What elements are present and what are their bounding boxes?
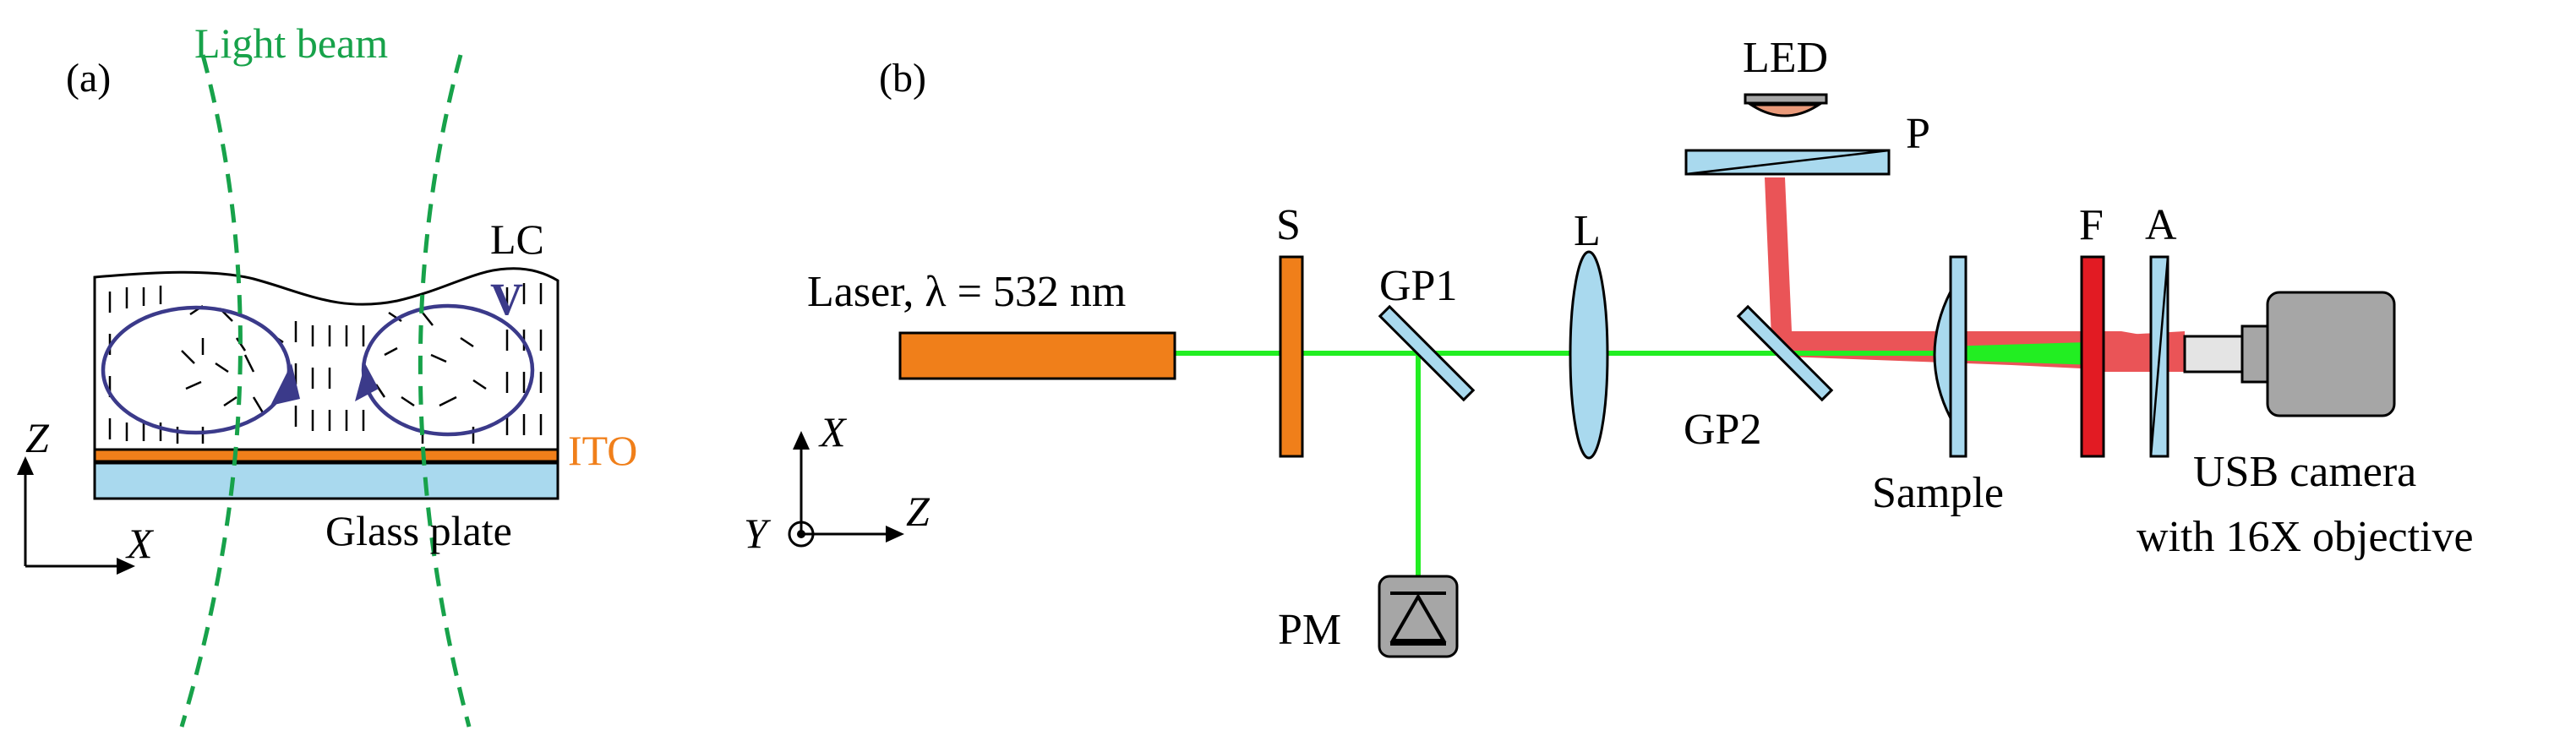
z-arrow-b-icon: [886, 526, 904, 543]
shutter: [1279, 255, 1304, 458]
power-meter: [1378, 575, 1459, 658]
z-arrow-icon: [17, 456, 34, 475]
lens-label: L: [1574, 207, 1601, 255]
camera-objective: [2183, 335, 2244, 374]
glass-plate-gp2: [1736, 304, 1834, 402]
axes-b: [788, 448, 887, 548]
shutter-label: S: [1276, 201, 1301, 249]
led-label: LED: [1743, 34, 1828, 82]
polarizer-label: P: [1906, 110, 1930, 158]
camera-label-line1: USB camera: [2193, 448, 2416, 496]
panel-a-label: (a): [66, 56, 111, 101]
led-beam: [1765, 177, 2185, 372]
glass-plate-label: Glass plate: [325, 507, 512, 554]
sample-label: Sample: [1872, 469, 2004, 517]
panel-a: (a): [17, 19, 637, 728]
ito-layer: [93, 448, 559, 463]
led-housing: [1744, 93, 1828, 105]
panel-b: (b) Laser, λ = 532 nm S GP1 PM: [744, 34, 2474, 658]
laser-label: Laser, λ = 532 nm: [807, 268, 1126, 316]
y-out-of-page-icon: [797, 530, 805, 538]
analyzer-diagonal: [2149, 256, 2169, 457]
filter: [2080, 255, 2105, 458]
axis-a-z: Z: [25, 414, 50, 461]
filter-label: F: [2079, 201, 2104, 249]
lc-label: LC: [490, 215, 544, 263]
photodiode-icon: [1389, 592, 1447, 646]
axis-b-z: Z: [906, 488, 931, 535]
glass-plate-gp1: [1378, 304, 1476, 402]
analyzer-label: A: [2145, 201, 2177, 249]
laser-beam: [1175, 351, 2045, 615]
axes-a: [24, 473, 118, 568]
axis-a-x: X: [125, 520, 155, 567]
lens-l: [1569, 250, 1609, 460]
lc-layer: [93, 267, 559, 451]
sample-lc-drop: [1933, 291, 1952, 419]
light-beam-label: Light beam: [194, 19, 388, 67]
x-arrow-icon: [117, 558, 135, 575]
light-beam: [179, 54, 472, 728]
voltage-label: V: [490, 274, 523, 324]
glass-plate: [93, 461, 559, 500]
ito-label: ITO: [568, 427, 637, 474]
gp1-label: GP1: [1379, 262, 1457, 310]
vortex-left-arrow-icon: [270, 363, 300, 406]
laser-beam-focus: [1944, 342, 2096, 365]
axis-b-x: X: [818, 408, 848, 455]
usb-camera: [2183, 291, 2396, 417]
lc-molecules: [108, 283, 543, 444]
x-arrow-b-icon: [793, 431, 810, 450]
camera-adapter: [2240, 324, 2269, 384]
laser-source: [898, 331, 1176, 380]
axis-b-y: Y: [744, 510, 772, 557]
sample-plate: [1949, 255, 1967, 458]
gp2-label: GP2: [1684, 406, 1761, 454]
polarizer-diagonal: [1685, 149, 1890, 176]
camera-body: [2266, 291, 2396, 417]
panel-b-label: (b): [879, 56, 926, 101]
vortex-right-arrow-icon: [355, 363, 379, 401]
pm-label: PM: [1278, 606, 1341, 654]
camera-label-line2: with 16X objective: [2137, 513, 2474, 561]
led-emitter: [1746, 103, 1824, 117]
